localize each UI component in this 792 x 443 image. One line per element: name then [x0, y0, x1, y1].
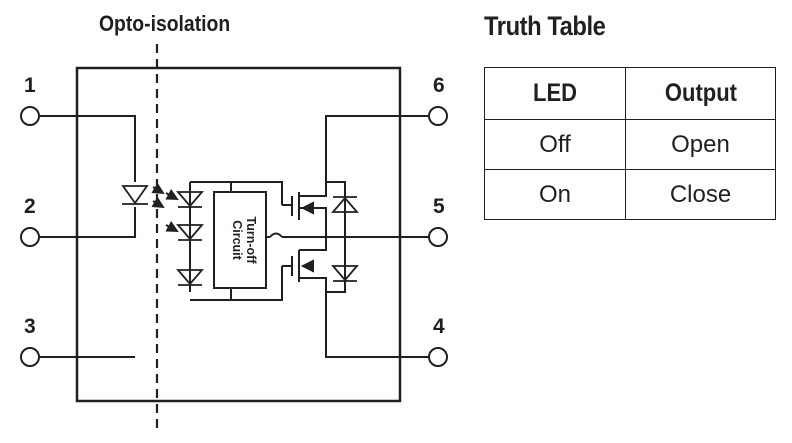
column-header-led: LED — [484, 67, 626, 120]
led-anode-wire — [39, 115, 136, 182]
pin-2-label: 2 — [24, 195, 36, 218]
truth-table-title: Truth Table — [484, 11, 606, 41]
led-cathode-wire — [39, 207, 136, 238]
pin-5-terminal — [428, 227, 448, 247]
table-row: Off Open — [484, 119, 776, 170]
gate-crossover — [269, 232, 283, 238]
pin-5-label: 5 — [433, 195, 445, 218]
mosfet-gate-top — [282, 196, 293, 216]
pin-2-terminal — [20, 227, 40, 247]
truth-table: LED Output Off Open On Close — [484, 67, 776, 220]
table-header-row: LED Output — [484, 67, 776, 120]
photodiode — [176, 191, 204, 208]
mosfet-arrow — [300, 201, 314, 215]
pin-3-terminal — [20, 347, 40, 367]
photodiode — [176, 269, 204, 286]
mosfet-drain-wire-bottom — [299, 277, 429, 358]
body-diode-bottom — [331, 265, 359, 282]
light-arrow — [165, 188, 179, 200]
photodiode — [176, 224, 204, 241]
mosfet-gate-bottom — [282, 256, 293, 276]
pin-6-terminal — [428, 106, 448, 126]
input-led — [121, 185, 149, 205]
pin-4-terminal — [428, 347, 448, 367]
array-bottom-wire — [190, 266, 283, 301]
turnoff-circuit-box — [213, 191, 267, 289]
light-arrow — [165, 220, 179, 232]
turnoff-label-line2: Circuit — [230, 220, 244, 260]
column-header-output: Output — [625, 67, 776, 120]
light-arrow — [151, 182, 165, 195]
isolation-label: Opto-isolation — [99, 12, 230, 36]
table-cell: Off — [484, 119, 626, 170]
pin-1-terminal — [20, 106, 40, 126]
table-row: On Close — [484, 169, 776, 220]
table-cell: Open — [625, 119, 776, 170]
mosfet-drain-wire-top — [299, 115, 429, 197]
pin-6-label: 6 — [433, 74, 445, 97]
turnoff-label-line1: Turn-off — [244, 217, 258, 265]
package-outline — [75, 66, 402, 403]
array-top-wire — [190, 181, 283, 205]
body-diode-top — [331, 196, 359, 213]
pin-4-label: 4 — [433, 315, 445, 338]
mosfet-source-wire — [299, 207, 327, 251]
pin-1-label: 1 — [24, 74, 36, 97]
light-arrow — [151, 196, 165, 209]
table-cell: On — [484, 169, 626, 220]
table-cell: Close — [625, 169, 776, 220]
mosfet-arrow — [300, 259, 314, 273]
pin-3-label: 3 — [24, 315, 36, 338]
